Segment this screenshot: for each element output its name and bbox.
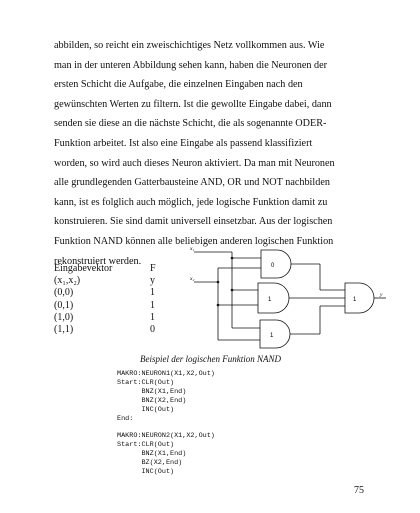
subheader-output: y — [150, 275, 155, 287]
paragraph-line: konstruieren. Sie sind damit universell … — [54, 216, 333, 228]
row-output: 0 — [150, 324, 155, 336]
row-input: (1,0) — [54, 311, 74, 323]
code-line: BZ(X2,End) — [117, 459, 183, 468]
body-paragraph: abbilden, so reicht ein zweischichtiges … — [54, 36, 374, 271]
junction-dot — [230, 288, 234, 292]
code-line — [117, 423, 215, 432]
neuron-layer1-a — [260, 249, 292, 279]
row-output: 1 — [150, 299, 155, 311]
truth-table-header: Eingabevektor F — [54, 263, 170, 275]
row-input: (0,1) — [54, 299, 74, 311]
neuron-output — [344, 282, 375, 314]
paragraph-line: worden, so wird auch dieses Neuron aktiv… — [54, 157, 335, 169]
table-row: (1,0) 1 — [54, 312, 170, 324]
header-function: F — [150, 263, 156, 274]
code-line: MAKRO:NEURON1(X1,X2,Out) — [117, 370, 215, 378]
page-number: 75 — [354, 485, 364, 496]
threshold-label: 1 — [268, 297, 272, 303]
code-line: MAKRO:NEURON2(X1,X2,Out) — [117, 432, 215, 441]
header-input-vector: Eingabevektor — [54, 263, 113, 274]
junction-dot — [216, 303, 220, 307]
code-line: BNZ(X1,End) — [117, 450, 187, 459]
truth-table: Eingabevektor F (x₁,x₂) y (0,0) 1 (0,1) … — [54, 263, 170, 336]
input-label-x2: x₂ — [189, 276, 194, 282]
table-row: (0,1) 1 — [54, 300, 170, 312]
subheader-inputs: (x₁,x₂) — [54, 275, 81, 287]
row-output: 1 — [150, 311, 155, 323]
row-input: (0,0) — [54, 287, 74, 299]
paragraph-line: Funktion NAND können alle beliebigen and… — [54, 235, 334, 247]
code-line: BNZ(X2,End) — [117, 396, 187, 405]
code-line: End: — [117, 414, 134, 423]
input-label-x1: x₁ — [189, 246, 194, 252]
paragraph-line: kann, ist es folglich auch möglich, jede… — [54, 196, 328, 208]
paragraph-line: ersten Schicht die Aufgabe, die einzelne… — [54, 79, 303, 91]
threshold-label: 1 — [353, 297, 357, 303]
code-line: BNZ(X1,End) — [117, 387, 187, 396]
figure-caption: Beispiel der logischen Funktion NAND — [140, 354, 281, 364]
paragraph-line: rekonstruiert werden. — [54, 255, 142, 267]
paragraph-line: senden sie diese an die nächste Schicht,… — [54, 118, 327, 130]
code-line: INC(Out) — [117, 467, 175, 476]
paragraph-line: alle grundlegenden Gatterbausteine AND, … — [54, 177, 330, 189]
row-input: (1,1) — [54, 324, 74, 336]
neuron-layer1-c — [259, 319, 291, 349]
row-output: 1 — [150, 287, 155, 299]
paragraph-line: man in der unteren Abbildung sehen kann,… — [54, 59, 327, 71]
threshold-label: 0 — [271, 263, 275, 269]
table-row: (0,0) 1 — [54, 287, 170, 299]
code-line: INC(Out) — [117, 405, 175, 414]
paragraph-line: Funktion arbeitet. Ist also eine Eingabe… — [54, 137, 313, 149]
paragraph-line: abbilden, so reicht ein zweischichtiges … — [54, 40, 325, 51]
paragraph-line: gewünschten Werten zu filtern. Ist die g… — [54, 98, 332, 110]
junction-dot — [230, 256, 234, 260]
table-row: (1,1) 0 — [54, 324, 170, 336]
output-label-y: y — [379, 292, 383, 298]
code-listing: MAKRO:NEURON1(X1,X2,Out)Start:CLR(Out) B… — [117, 370, 215, 477]
threshold-label: 1 — [270, 333, 274, 339]
junction-dot — [216, 280, 220, 284]
code-line: Start:CLR(Out) — [117, 378, 175, 387]
neuron-layer1-b — [257, 282, 290, 314]
code-line: Start:CLR(Out) — [117, 441, 175, 450]
truth-table-subheader: (x₁,x₂) y — [54, 275, 170, 287]
